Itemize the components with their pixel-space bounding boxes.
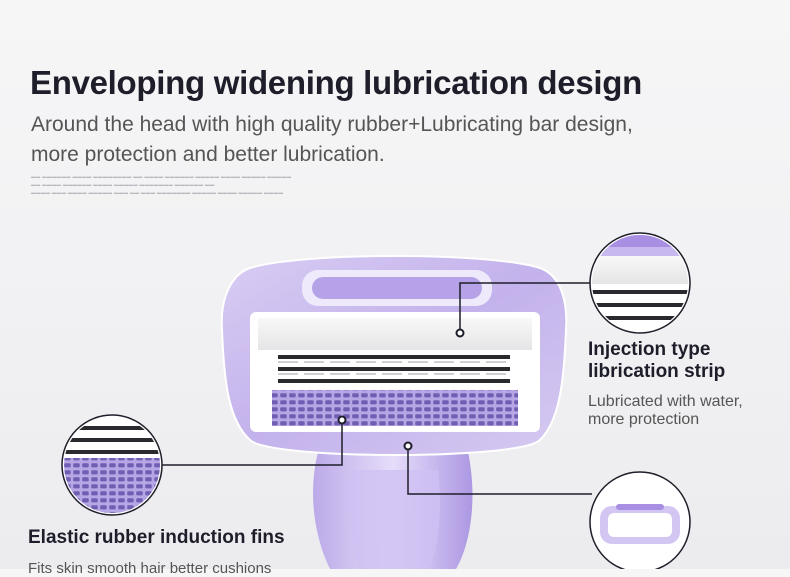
subtitle-line-1: Around the head with high quality rubber… (31, 113, 633, 136)
zoom-circle-fins (61, 414, 163, 516)
subtitle-line-2: more protection and better lubrication. (31, 143, 385, 166)
injection-strip-desc-line-2: more protection (588, 411, 700, 428)
injection-strip-desc-line-1: Lubricated with water, (588, 393, 743, 410)
zoom-circle-injection-strip (589, 232, 691, 334)
fins-title: Elastic rubber induction fins (28, 527, 285, 548)
fine-print-line: ▬▬▬▬ ▬▬▬ ▬▬▬▬ ▬▬▬▬▬ ▬▬▬ ▬▬ ▬▬▬ ▬▬▬▬▬▬▬ ▬… (31, 190, 284, 195)
injection-strip-title-line-1: Injection type (588, 339, 711, 360)
page-title: Enveloping widening lubrication design (30, 64, 642, 101)
fine-print-line: ▬▬ ▬▬▬▬▬▬ ▬▬▬▬ ▬▬▬▬▬▬▬▬ ▬▬ ▬▬▬▬ ▬▬▬▬▬▬ ▬… (31, 174, 292, 179)
fine-print-line: ▬▬ ▬▬▬▬ ▬▬▬▬▬▬ ▬▬▬▬ ▬▬▬▬▬ ▬▬▬▬▬▬▬ ▬▬▬▬▬▬… (31, 182, 215, 187)
injection-strip-title-line-2: librication strip (588, 361, 726, 382)
zoom-circle-rubber-ring (589, 471, 691, 569)
